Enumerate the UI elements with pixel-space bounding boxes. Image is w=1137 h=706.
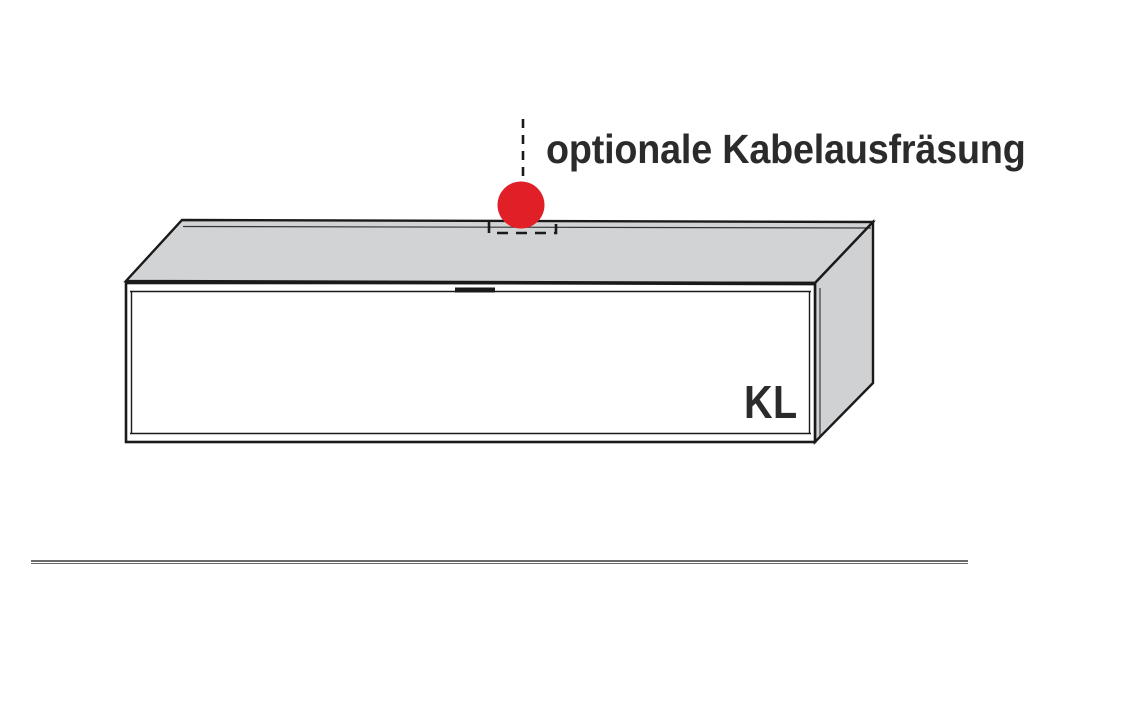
red-dot-marker xyxy=(497,181,545,229)
model-code-label: KL xyxy=(744,376,798,428)
cabinet-top-front-edge xyxy=(125,280,816,286)
cabinet-front-panel xyxy=(124,281,817,444)
cabinet-body xyxy=(123,218,876,445)
callout-label: optionale Kabelausfräsung xyxy=(546,126,1026,172)
handle-recess xyxy=(455,287,495,293)
cabinet-top-surface xyxy=(123,218,876,285)
floor-reference-line xyxy=(31,560,968,565)
cable-cutout-dashed-outline xyxy=(487,222,558,235)
handle-recess-notch xyxy=(455,287,495,293)
